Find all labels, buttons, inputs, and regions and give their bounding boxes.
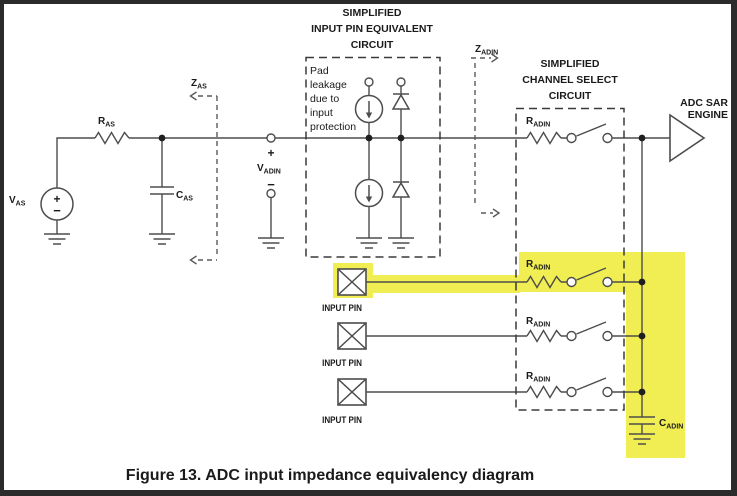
zas-impedance-arrow xyxy=(189,91,218,265)
input-pin-box-title-line2: INPUT PIN EQUIVALENT xyxy=(311,23,433,35)
switch-contact xyxy=(602,330,613,342)
zadin-label: ZADIN xyxy=(475,44,498,57)
input-pin-box-symbol xyxy=(337,378,367,406)
vadin-plus-terminal xyxy=(266,133,276,143)
ras-label: RAS xyxy=(98,116,115,129)
vas-minus-sign: − xyxy=(53,203,61,218)
terminal-circle xyxy=(396,77,406,87)
terminals xyxy=(266,77,613,398)
zadin-impedance-arrow xyxy=(471,53,501,218)
highlight-channel-row xyxy=(519,252,685,292)
vadin-plus-sign: + xyxy=(267,146,274,160)
switch-contact xyxy=(602,276,613,288)
radin-label: RADIN xyxy=(526,316,550,329)
dashed-boxes xyxy=(305,56,625,411)
switch-contact xyxy=(602,132,613,144)
vas-plus-sign: + xyxy=(53,192,60,206)
cas-label: CAS xyxy=(176,190,193,203)
radin-label: RADIN xyxy=(526,116,550,129)
channel-box-title-line1: SIMPLIFIED xyxy=(541,58,600,70)
vas-label: VAS xyxy=(9,195,26,208)
figure-caption: Figure 13. ADC input impedance equivalen… xyxy=(126,467,534,484)
input-pin-box-symbol xyxy=(337,268,367,296)
svg-text:Pad: Pad xyxy=(310,65,329,77)
svg-text:due to: due to xyxy=(310,93,339,105)
switch-contact xyxy=(566,132,577,144)
pad-leakage-note: Pad leakage due to input protection xyxy=(310,65,356,133)
input-pin-box-title-line1: SIMPLIFIED xyxy=(343,7,402,19)
svg-text:protection: protection xyxy=(310,121,356,133)
radin-label: RADIN xyxy=(526,371,550,384)
input-pin-label: INPUT PIN xyxy=(322,357,362,368)
channel-select-box xyxy=(515,107,625,411)
switch-contact xyxy=(566,330,577,342)
vadin-minus-sign: − xyxy=(267,177,275,192)
cadin-label: CADIN xyxy=(659,418,683,431)
vadin-minus-terminal xyxy=(266,188,276,199)
switch-contact xyxy=(602,386,613,398)
zas-label: ZAS xyxy=(191,78,207,91)
channel-box-title-line2: CHANNEL SELECT xyxy=(522,74,618,86)
switch-contact xyxy=(566,276,577,288)
vadin-label: VADIN xyxy=(257,163,281,176)
svg-text:input: input xyxy=(310,107,333,119)
svg-text:leakage: leakage xyxy=(310,79,347,91)
impedance-arrows xyxy=(189,53,501,265)
current-source-symbol xyxy=(354,178,384,208)
highlight-wire xyxy=(372,275,520,293)
input-pin-equivalent-box xyxy=(305,56,441,258)
input-pin-box-symbol xyxy=(337,322,367,350)
radin-label: RADIN xyxy=(526,259,550,272)
input-pin-label: INPUT PIN xyxy=(322,414,362,425)
vas-voltage-source xyxy=(40,187,74,221)
channel-box-title-line3: CIRCUIT xyxy=(549,90,592,102)
adc-sar-engine-label-line1: ADC SAR xyxy=(680,97,728,109)
circuit-wires xyxy=(56,86,670,434)
junction-dots xyxy=(158,134,646,396)
highlight-bus-cadin xyxy=(626,292,685,458)
adc-sar-engine-triangle xyxy=(669,113,706,163)
diagram-text: SIMPLIFIED INPUT PIN EQUIVALENT CIRCUIT … xyxy=(9,7,728,484)
switch-contact xyxy=(566,386,577,398)
circuit-components xyxy=(40,93,706,406)
input-pin-box-title-line3: CIRCUIT xyxy=(351,39,394,51)
input-pin-label: INPUT PIN xyxy=(322,302,362,313)
current-source-symbol xyxy=(354,94,384,124)
terminal-circle xyxy=(364,77,374,87)
adc-sar-engine-label-line2: ENGINE xyxy=(688,109,728,121)
